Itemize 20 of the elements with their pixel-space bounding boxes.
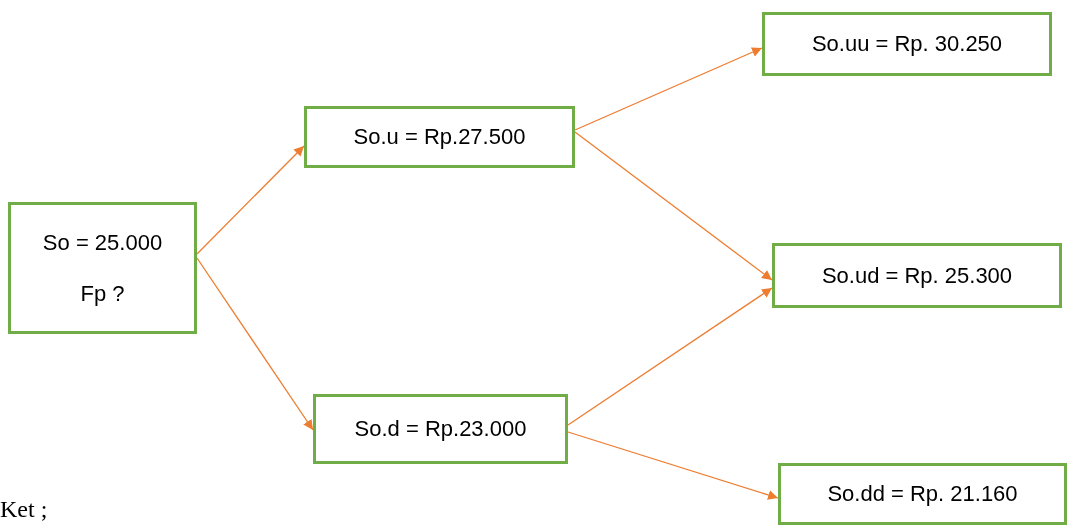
arrow — [567, 287, 773, 426]
node-text: So.ud = Rp. 25.300 — [821, 261, 1013, 290]
node-text: So.dd = Rp. 21.160 — [827, 480, 1018, 508]
arrow — [196, 257, 314, 431]
value-box — [762, 12, 1052, 76]
value-box — [313, 394, 568, 464]
value-box — [778, 463, 1067, 525]
value-box — [304, 106, 575, 168]
node-text: So.uu = Rp. 30.250 — [811, 30, 1003, 58]
note-text: Ket ; — [0, 497, 48, 521]
value-box — [8, 202, 197, 334]
arrow — [574, 131, 773, 281]
arrow — [574, 47, 763, 131]
arrow — [567, 431, 779, 500]
arrow — [196, 145, 305, 255]
node-text: So = 25.000 — [42, 228, 163, 256]
value-box — [772, 243, 1062, 308]
node-text: So.u = Rp.27.500 — [353, 123, 526, 151]
node-text: Fp ? — [80, 280, 125, 308]
node-text: So.d = Rp.23.000 — [354, 415, 527, 443]
